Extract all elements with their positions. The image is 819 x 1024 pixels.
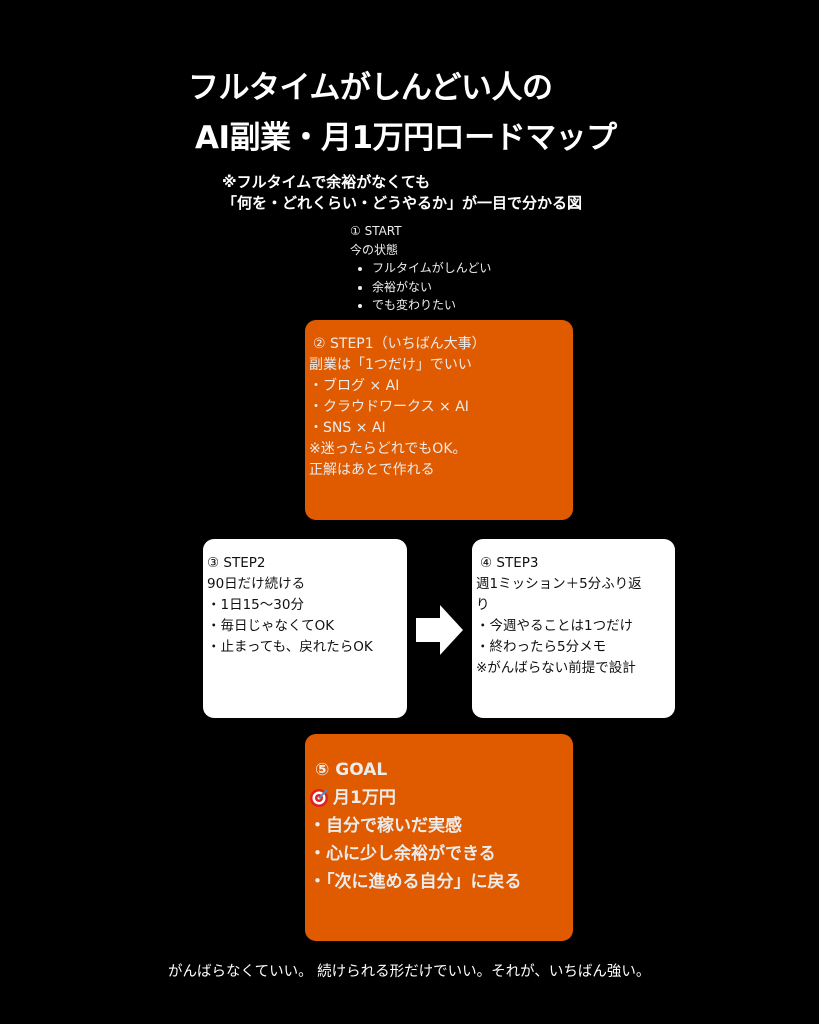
step1-line: 副業は「1つだけ」でいい — [309, 357, 472, 373]
step3-line: ・今週やることは1つだけ — [476, 618, 634, 634]
step1-box: ② STEP1（いちばん大事） 副業は「1つだけ」でいい ・ブログ × AI ・… — [305, 320, 573, 520]
right-arrow-icon — [416, 605, 463, 655]
list-item: でも変わりたい — [372, 296, 491, 315]
step3-heading: ④ STEP3 — [480, 555, 539, 571]
title-line1: フルタイムがしんどい人の — [188, 70, 553, 106]
step1-heading: ② STEP1（いちばん大事） — [313, 336, 486, 352]
step2-heading: ③ STEP2 — [207, 555, 266, 571]
footer-message: がんばらなくていい。 続けられる形だけでいい。それが、いちばん強い。 — [168, 964, 651, 980]
subtitle-line1: ※フルタイムで余裕がなくても — [222, 173, 431, 191]
step3-line: ※がんばらない前提で設計 — [476, 660, 636, 676]
goal-target: 月1万円 — [333, 788, 396, 808]
target-icon — [310, 789, 328, 807]
step1-line: ・クラウドワークス × AI — [309, 399, 469, 415]
step2-line: 90日だけ続ける — [207, 576, 306, 592]
step3-line: ・終わったら5分メモ — [476, 639, 607, 655]
goal-line: ・「次に進める自分」に戻る — [309, 872, 522, 892]
start-section: ① START 今の状態 フルタイムがしんどい 余裕がない でも変わりたい — [350, 222, 491, 315]
list-item: 余裕がない — [372, 278, 491, 297]
goal-line: ・心に少し余裕ができる — [309, 844, 496, 864]
step3-line: り — [476, 597, 490, 613]
step2-line: ・1日15〜30分 — [207, 597, 304, 613]
step1-line: 正解はあとで作れる — [309, 462, 435, 478]
subtitle-line2: 「何を・どれくらい・どうやるか」が一目で分かる図 — [222, 194, 583, 212]
goal-line: ・自分で稼いだ実感 — [309, 816, 462, 836]
title-line2: AI副業・月1万円ロードマップ — [195, 120, 617, 156]
step1-line: ※迷ったらどれでもOK。 — [309, 441, 467, 457]
step2-line: ・毎日じゃなくてOK — [207, 618, 335, 634]
step2-box: ③ STEP2 90日だけ続ける ・1日15〜30分 ・毎日じゃなくてOK ・止… — [203, 539, 407, 718]
step2-line: ・止まっても、戻れたらOK — [207, 639, 373, 655]
step1-line: ・SNS × AI — [309, 420, 386, 436]
start-label: 今の状態 — [350, 242, 399, 257]
step3-box: ④ STEP3 週1ミッション＋5分ふり返 り ・今週やることは1つだけ ・終わ… — [472, 539, 675, 718]
start-heading: ① START — [350, 224, 402, 238]
start-list: フルタイムがしんどい 余裕がない でも変わりたい — [350, 259, 491, 315]
list-item: フルタイムがしんどい — [372, 259, 491, 278]
step3-line: 週1ミッション＋5分ふり返 — [476, 576, 642, 592]
goal-heading: ⑤ GOAL — [315, 760, 388, 780]
goal-box: ⑤ GOAL 月1万円 ・自分で稼いだ実感 ・心に少し余裕ができる ・「次に進め… — [305, 734, 573, 941]
step1-line: ・ブログ × AI — [309, 378, 400, 394]
